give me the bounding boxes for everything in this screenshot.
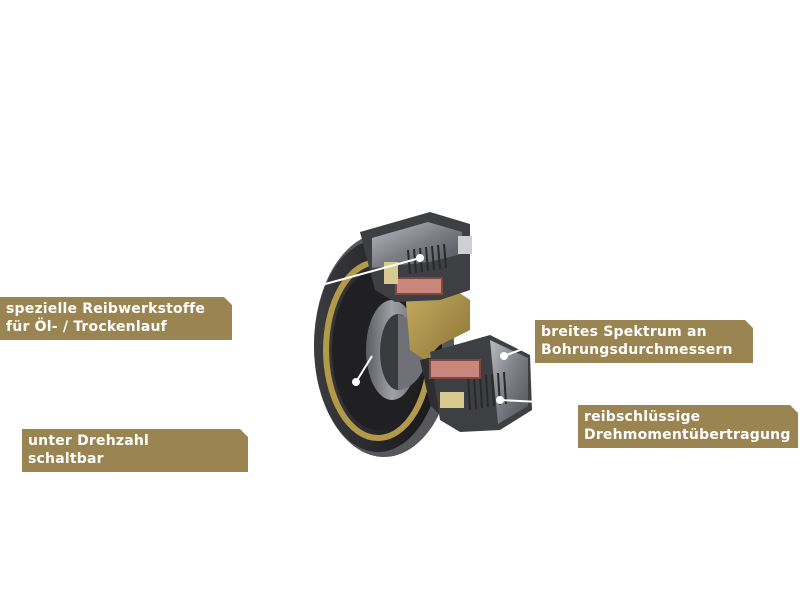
label-torque-transmission: reibschlüssige Drehmomentübertragung — [578, 405, 798, 448]
label-speed-switchable-line1: unter Drehzahl — [28, 433, 150, 449]
label-friction-materials: spezielle Reibwerkstoffe für Öl- / Trock… — [0, 297, 232, 340]
leader-lines — [317, 254, 579, 405]
label-speed-switchable-line2: schaltbar — [28, 451, 104, 467]
lower-cut-section — [429, 335, 532, 432]
label-bore-range-line1: breites Spektrum an — [541, 324, 707, 340]
label-torque-transmission-line1: reibschlüssige — [584, 409, 701, 425]
label-torque-transmission-line2: Drehmomentübertragung — [584, 427, 791, 443]
label-bore-range: breites Spektrum an Bohrungsdurchmessern — [535, 320, 753, 363]
upper-cut-section — [360, 212, 472, 302]
label-friction-materials-line2: für Öl- / Trockenlauf — [6, 319, 167, 335]
label-bore-range-line2: Bohrungsdurchmessern — [541, 342, 733, 358]
label-friction-materials-line1: spezielle Reibwerkstoffe — [6, 301, 206, 317]
label-speed-switchable: unter Drehzahl schaltbar — [22, 429, 248, 472]
